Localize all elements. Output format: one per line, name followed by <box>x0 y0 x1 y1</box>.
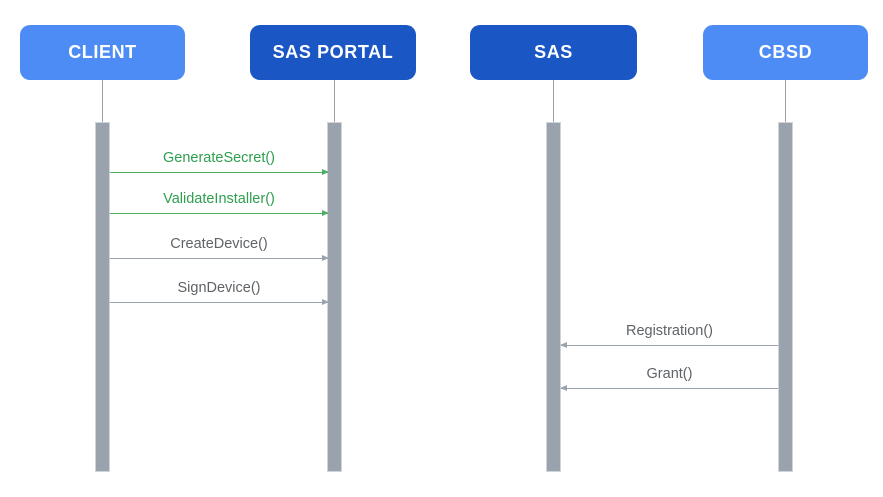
actor-label-cbsd: CBSD <box>758 42 813 62</box>
activation-bar-cbsd <box>778 122 793 472</box>
actor-box-cbsd[interactable]: CBSD <box>703 25 868 80</box>
message-line-validate-installer <box>110 213 328 214</box>
actor-label-client: CLIENT <box>68 42 137 62</box>
actor-box-sas[interactable]: SAS <box>470 25 637 80</box>
arrowhead-right-icon <box>322 168 329 175</box>
lifeline-cbsd <box>785 80 786 122</box>
actor-label-sas: SAS <box>534 42 573 62</box>
arrowhead-left-icon <box>560 341 567 348</box>
arrowhead-right-icon <box>322 254 329 261</box>
arrowhead-right-icon <box>322 298 329 305</box>
lifeline-sas-portal <box>334 80 335 122</box>
message-line-generate-secret <box>110 172 328 173</box>
message-label-grant: Grant() <box>646 366 693 382</box>
message-line-registration <box>561 345 778 346</box>
message-label-generate-secret: GenerateSecret() <box>162 150 276 166</box>
lifeline-client <box>102 80 103 122</box>
message-line-create-device <box>110 258 328 259</box>
message-line-grant <box>561 388 778 389</box>
activation-bar-sas <box>546 122 561 472</box>
message-label-create-device: CreateDevice() <box>170 236 268 252</box>
message-line-sign-device <box>110 302 328 303</box>
actor-box-client[interactable]: CLIENT <box>20 25 185 80</box>
activation-bar-sas-portal <box>327 122 342 472</box>
message-label-validate-installer: ValidateInstaller() <box>163 191 275 207</box>
activation-bar-client <box>95 122 110 472</box>
lifeline-sas <box>553 80 554 122</box>
arrowhead-left-icon <box>560 384 567 391</box>
actor-label-sas-portal: SAS PORTAL <box>272 42 394 62</box>
message-label-registration: Registration() <box>625 323 714 339</box>
actor-box-sas-portal[interactable]: SAS PORTAL <box>250 25 416 80</box>
message-label-sign-device: SignDevice() <box>177 280 261 296</box>
arrowhead-right-icon <box>322 209 329 216</box>
